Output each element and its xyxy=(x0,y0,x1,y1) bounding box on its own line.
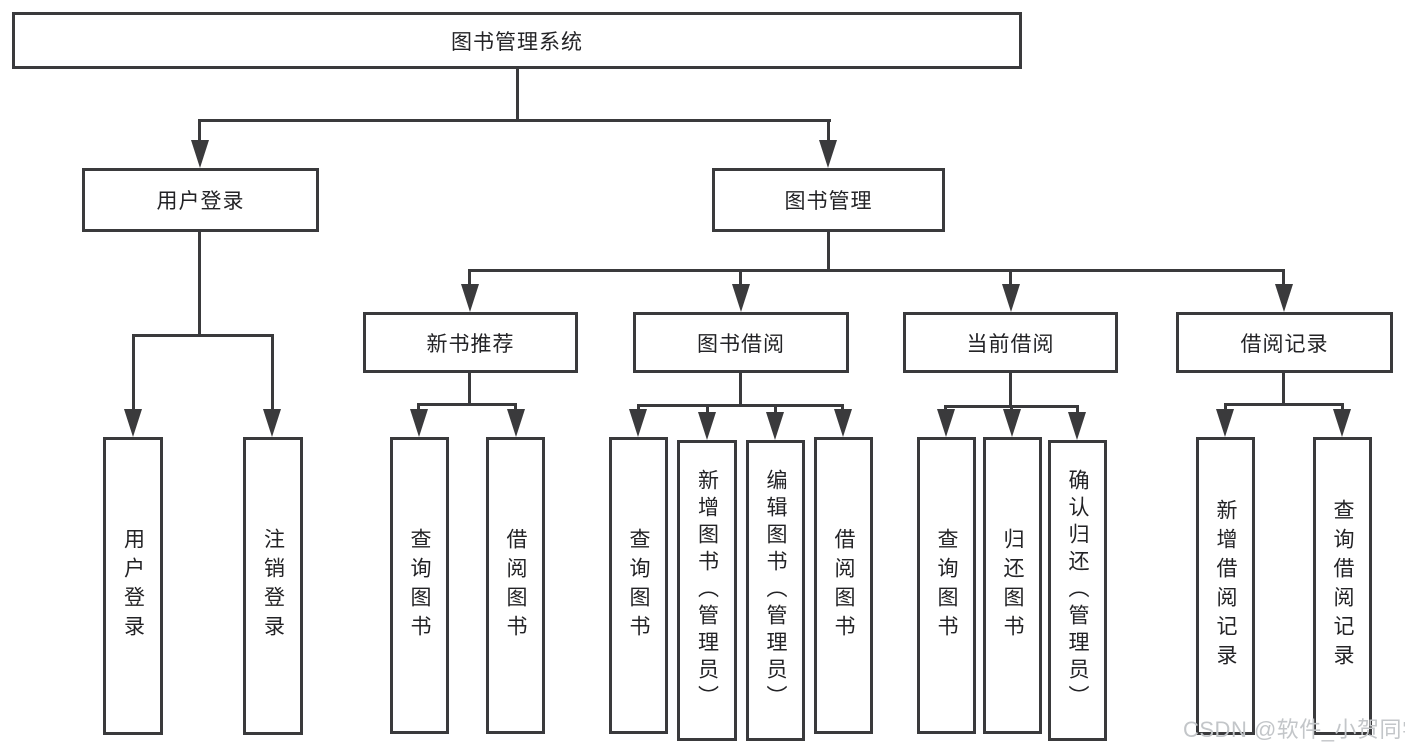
arrow-down-icon xyxy=(1002,284,1020,312)
connector-line xyxy=(468,373,471,405)
node-book-management-label: 图书管理 xyxy=(784,190,873,213)
arrow-down-icon xyxy=(263,409,281,437)
leaf-query-books-borrow-label: 查询图书 xyxy=(627,527,650,644)
connector-line xyxy=(514,405,517,412)
leaf-query-books-borrow: 查询图书 xyxy=(609,437,668,734)
node-user-login: 用户登录 xyxy=(82,168,319,232)
connector-line xyxy=(827,121,830,143)
leaf-add-borrow-record: 新增借阅记录 xyxy=(1196,437,1255,735)
leaf-return-book-label: 归还图书 xyxy=(1001,527,1024,644)
connector-line xyxy=(739,373,742,406)
arrow-down-icon xyxy=(191,140,209,168)
connector-line xyxy=(774,406,777,414)
connector-line xyxy=(1009,271,1012,286)
leaf-query-borrow-record: 查询借阅记录 xyxy=(1313,437,1372,735)
connector-line xyxy=(827,232,830,271)
arrow-down-icon xyxy=(124,409,142,437)
connector-line xyxy=(1224,405,1227,412)
leaf-edit-book-admin: 编辑图书（管理员） xyxy=(746,440,805,741)
connector-line xyxy=(516,68,519,121)
arrow-down-icon xyxy=(937,409,955,437)
connector-line xyxy=(198,119,831,122)
node-root-label: 图书管理系统 xyxy=(451,30,583,54)
arrow-down-icon xyxy=(698,412,716,440)
connector-line xyxy=(132,336,135,411)
leaf-query-books-current: 查询图书 xyxy=(917,437,976,734)
leaf-borrow-books-label: 借阅图书 xyxy=(832,527,855,644)
arrow-down-icon xyxy=(732,284,750,312)
leaf-logout: 注销登录 xyxy=(243,437,303,735)
node-root: 图书管理系统 xyxy=(12,12,1022,69)
connector-line xyxy=(739,271,742,286)
leaf-add-borrow-record-label: 新增借阅记录 xyxy=(1214,499,1237,673)
arrow-down-icon xyxy=(1333,409,1351,437)
arrow-down-icon xyxy=(410,409,428,437)
leaf-query-borrow-record-label: 查询借阅记录 xyxy=(1331,499,1354,673)
leaf-query-books-recommend: 查询图书 xyxy=(390,437,449,734)
leaf-return-book: 归还图书 xyxy=(983,437,1042,734)
connector-line xyxy=(417,405,420,412)
arrow-down-icon xyxy=(629,409,647,437)
connector-line xyxy=(637,404,844,407)
connector-line xyxy=(1009,373,1012,406)
node-book-borrow-label: 图书借阅 xyxy=(697,332,785,356)
leaf-confirm-return-admin: 确认归还（管理员） xyxy=(1048,440,1107,741)
arrow-down-icon xyxy=(1216,409,1234,437)
connector-line xyxy=(198,121,201,143)
connector-line xyxy=(468,269,1285,272)
leaf-user-login: 用户登录 xyxy=(103,437,163,735)
leaf-edit-book-admin-label: 编辑图书（管理员） xyxy=(764,469,787,712)
arrow-down-icon xyxy=(461,284,479,312)
node-borrow-records-label: 借阅记录 xyxy=(1240,332,1329,356)
node-user-login-label: 用户登录 xyxy=(156,190,245,213)
node-book-borrow: 图书借阅 xyxy=(633,312,849,373)
connector-line xyxy=(1224,403,1344,406)
connector-line xyxy=(706,406,709,414)
connector-line xyxy=(417,403,517,406)
connector-line xyxy=(468,271,471,286)
leaf-add-book-admin-label: 新增图书（管理员） xyxy=(695,469,719,712)
leaf-borrow-books-recommend-label: 借阅图书 xyxy=(504,527,527,644)
connector-line xyxy=(1282,373,1285,405)
connector-line xyxy=(1076,407,1079,414)
node-current-borrow: 当前借阅 xyxy=(903,312,1118,373)
leaf-query-books-current-label: 查询图书 xyxy=(935,527,958,644)
csdn-watermark: CSDN @软件_小贺同学 xyxy=(1183,717,1405,742)
leaf-borrow-books-recommend: 借阅图书 xyxy=(486,437,545,734)
arrow-down-icon xyxy=(1003,409,1021,437)
arrow-down-icon xyxy=(834,409,852,437)
node-borrow-records: 借阅记录 xyxy=(1176,312,1393,373)
leaf-borrow-books: 借阅图书 xyxy=(814,437,873,734)
connector-line xyxy=(132,334,274,337)
connector-line xyxy=(1282,271,1285,286)
node-book-management: 图书管理 xyxy=(712,168,945,232)
connector-line xyxy=(198,232,201,336)
node-new-book-recommend-label: 新书推荐 xyxy=(426,332,515,356)
leaf-add-book-admin: 新增图书（管理员） xyxy=(677,440,737,741)
arrow-down-icon xyxy=(1275,284,1293,312)
leaf-confirm-return-admin-label: 确认归还（管理员） xyxy=(1066,469,1089,712)
connector-line xyxy=(271,336,274,411)
connector-line xyxy=(944,405,1079,408)
arrow-down-icon xyxy=(819,140,837,168)
arrow-down-icon xyxy=(766,412,784,440)
leaf-user-login-label: 用户登录 xyxy=(121,528,145,644)
leaf-query-books-recommend-label: 查询图书 xyxy=(408,527,431,644)
node-new-book-recommend: 新书推荐 xyxy=(363,312,578,373)
connector-line xyxy=(1341,405,1344,412)
node-current-borrow-label: 当前借阅 xyxy=(966,332,1055,356)
leaf-logout-label: 注销登录 xyxy=(261,528,285,644)
arrow-down-icon xyxy=(1068,412,1086,440)
arrow-down-icon xyxy=(507,409,525,437)
